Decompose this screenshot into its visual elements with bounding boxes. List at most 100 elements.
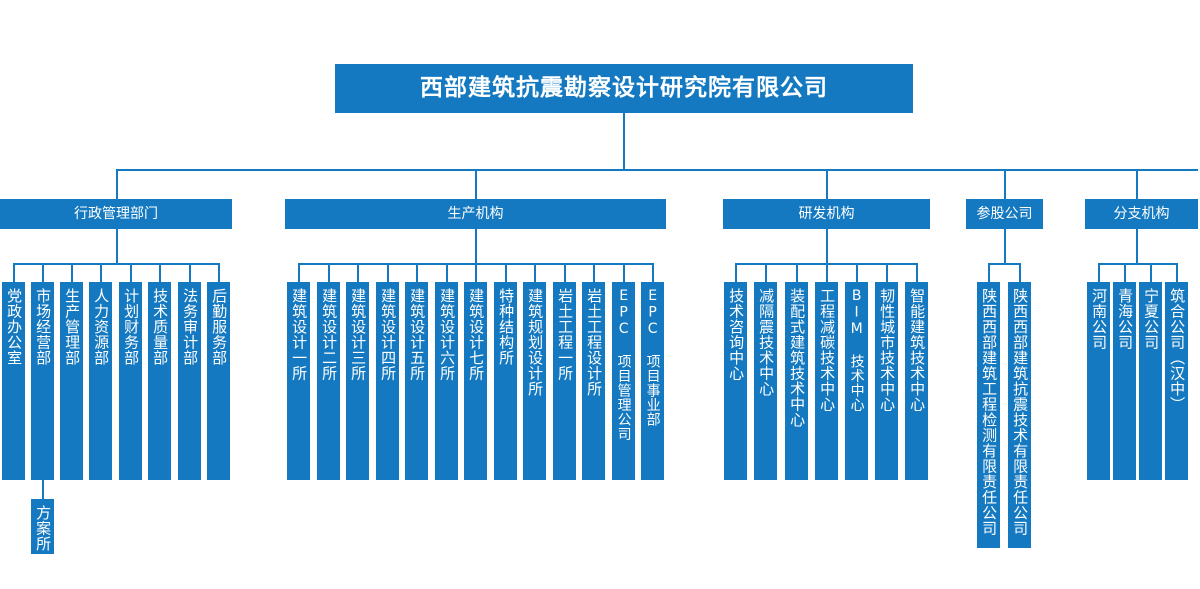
production-child-connector-4 bbox=[416, 263, 418, 282]
node-production-12[interactable]: EPC 项目事业部 bbox=[641, 282, 664, 480]
production-child-connector-5 bbox=[446, 263, 448, 282]
admin-child-connector-4 bbox=[130, 263, 132, 282]
node-admin-3-label: 人力资源部 bbox=[92, 288, 111, 366]
group-header-rnd[interactable]: 研发机构 bbox=[723, 199, 930, 229]
rnd-child-connector-6 bbox=[916, 263, 918, 282]
node-production-2[interactable]: 建筑设计三所 bbox=[346, 282, 369, 480]
node-branches-0-label: 河南公司 bbox=[1090, 288, 1109, 350]
node-production-6[interactable]: 建筑设计七所 bbox=[464, 282, 487, 480]
node-production-3-label: 建筑设计四所 bbox=[379, 288, 398, 381]
production-child-connector-8 bbox=[534, 263, 536, 282]
rnd-stem bbox=[826, 229, 828, 264]
group-header-holdings-label: 参股公司 bbox=[976, 206, 1033, 222]
node-production-0[interactable]: 建筑设计一所 bbox=[287, 282, 310, 480]
node-admin-5-label: 技术质量部 bbox=[151, 288, 170, 366]
admin-child-connector-0 bbox=[13, 263, 15, 282]
production-child-connector-6 bbox=[475, 263, 477, 282]
admin-child-connector-5 bbox=[159, 263, 161, 282]
group-header-holdings[interactable]: 参股公司 bbox=[966, 199, 1043, 229]
production-child-connector-7 bbox=[505, 263, 507, 282]
node-production-7-label: 特种结构所 bbox=[497, 288, 516, 366]
node-rnd-3-label: 工程减碳技术中心 bbox=[818, 288, 837, 412]
node-branches-3[interactable]: 筑合公司（汉中） bbox=[1165, 282, 1188, 480]
node-holdings-1[interactable]: 陕西西部建筑抗震技术有限责任公司 bbox=[1008, 282, 1031, 548]
node-admin-0-label: 党政办公室 bbox=[5, 288, 24, 366]
group-header-admin[interactable]: 行政管理部门 bbox=[0, 199, 232, 229]
node-production-8-label: 建筑规划设计所 bbox=[526, 288, 545, 397]
node-production-9[interactable]: 岩土工程一所 bbox=[553, 282, 576, 480]
node-rnd-6-label: 智能建筑技术中心 bbox=[908, 288, 927, 412]
node-production-5-label: 建筑设计六所 bbox=[438, 288, 457, 381]
node-production-4-label: 建筑设计五所 bbox=[408, 288, 427, 381]
admin-child-connector-2 bbox=[71, 263, 73, 282]
node-admin-1-label: 市场经营部 bbox=[34, 288, 53, 366]
node-production-11[interactable]: EPC 项目管理公司 bbox=[612, 282, 635, 480]
node-production-3[interactable]: 建筑设计四所 bbox=[376, 282, 399, 480]
node-admin-6[interactable]: 法务审计部 bbox=[178, 282, 201, 480]
node-rnd-2[interactable]: 装配式建筑技术中心 bbox=[785, 282, 808, 480]
node-production-1[interactable]: 建筑设计二所 bbox=[317, 282, 340, 480]
production-stem bbox=[475, 229, 477, 264]
node-admin-1-sub-connector bbox=[42, 480, 44, 499]
node-rnd-5-label: 韧性城市技术中心 bbox=[878, 288, 897, 412]
group-header-branches[interactable]: 分支机构 bbox=[1085, 199, 1198, 229]
node-holdings-0[interactable]: 陕西西部建筑工程检测有限责任公司 bbox=[977, 282, 1000, 548]
branches-child-bus bbox=[1098, 263, 1176, 265]
node-rnd-4[interactable]: BIM 技术中心 bbox=[845, 282, 868, 480]
holdings-child-connector-0 bbox=[988, 263, 990, 282]
node-admin-2[interactable]: 生产管理部 bbox=[60, 282, 83, 480]
rnd-child-connector-3 bbox=[826, 263, 828, 282]
node-admin-7[interactable]: 后勤服务部 bbox=[207, 282, 230, 480]
node-admin-1-sub-0[interactable]: 方案所 bbox=[31, 499, 54, 554]
node-holdings-0-label: 陕西西部建筑工程检测有限责任公司 bbox=[980, 288, 999, 536]
node-branches-0[interactable]: 河南公司 bbox=[1087, 282, 1110, 480]
holdings-child-bus bbox=[988, 263, 1021, 265]
node-admin-4[interactable]: 计划财务部 bbox=[119, 282, 142, 480]
rnd-child-connector-2 bbox=[796, 263, 798, 282]
branches-stem bbox=[1136, 229, 1138, 264]
admin-stem bbox=[116, 229, 118, 264]
root-node[interactable]: 西部建筑抗震勘察设计研究院有限公司 bbox=[335, 64, 913, 113]
rnd-drop-connector bbox=[826, 169, 828, 199]
node-rnd-3[interactable]: 工程减碳技术中心 bbox=[815, 282, 838, 480]
node-branches-2[interactable]: 宁夏公司 bbox=[1139, 282, 1162, 480]
node-production-7[interactable]: 特种结构所 bbox=[494, 282, 517, 480]
node-admin-1[interactable]: 市场经营部 bbox=[31, 282, 54, 480]
node-admin-4-label: 计划财务部 bbox=[122, 288, 141, 366]
production-child-connector-0 bbox=[298, 263, 300, 282]
admin-child-connector-6 bbox=[189, 263, 191, 282]
node-production-6-label: 建筑设计七所 bbox=[467, 288, 486, 381]
admin-child-connector-7 bbox=[218, 263, 220, 282]
root-trunk-connector bbox=[623, 113, 625, 170]
admin-child-connector-3 bbox=[100, 263, 102, 282]
node-production-1-label: 建筑设计二所 bbox=[320, 288, 339, 381]
production-child-connector-3 bbox=[387, 263, 389, 282]
node-rnd-5[interactable]: 韧性城市技术中心 bbox=[875, 282, 898, 480]
node-rnd-2-label: 装配式建筑技术中心 bbox=[788, 288, 807, 428]
root-node-label: 西部建筑抗震勘察设计研究院有限公司 bbox=[420, 75, 828, 101]
node-production-11-label: EPC 项目管理公司 bbox=[615, 288, 632, 441]
node-rnd-6[interactable]: 智能建筑技术中心 bbox=[905, 282, 928, 480]
node-admin-3[interactable]: 人力资源部 bbox=[89, 282, 112, 480]
node-admin-5[interactable]: 技术质量部 bbox=[148, 282, 171, 480]
node-branches-2-label: 宁夏公司 bbox=[1142, 288, 1161, 350]
node-production-2-label: 建筑设计三所 bbox=[349, 288, 368, 381]
group-header-production[interactable]: 生产机构 bbox=[285, 199, 666, 229]
rnd-child-connector-4 bbox=[856, 263, 858, 282]
node-production-10[interactable]: 岩土工程设计所 bbox=[582, 282, 605, 480]
production-child-connector-12 bbox=[652, 263, 654, 282]
node-production-8[interactable]: 建筑规划设计所 bbox=[523, 282, 546, 480]
node-production-4[interactable]: 建筑设计五所 bbox=[405, 282, 428, 480]
branches-child-connector-3 bbox=[1176, 263, 1178, 282]
admin-child-bus bbox=[13, 263, 220, 265]
node-production-5[interactable]: 建筑设计六所 bbox=[435, 282, 458, 480]
node-branches-3-label: 筑合公司（汉中） bbox=[1168, 288, 1187, 412]
admin-drop-connector bbox=[116, 169, 118, 199]
rnd-child-connector-0 bbox=[735, 263, 737, 282]
node-rnd-1[interactable]: 减隔震技术中心 bbox=[754, 282, 777, 480]
node-admin-0[interactable]: 党政办公室 bbox=[2, 282, 25, 480]
production-child-connector-1 bbox=[328, 263, 330, 282]
node-rnd-0[interactable]: 技术咨询中心 bbox=[724, 282, 747, 480]
node-branches-1[interactable]: 青海公司 bbox=[1113, 282, 1136, 480]
